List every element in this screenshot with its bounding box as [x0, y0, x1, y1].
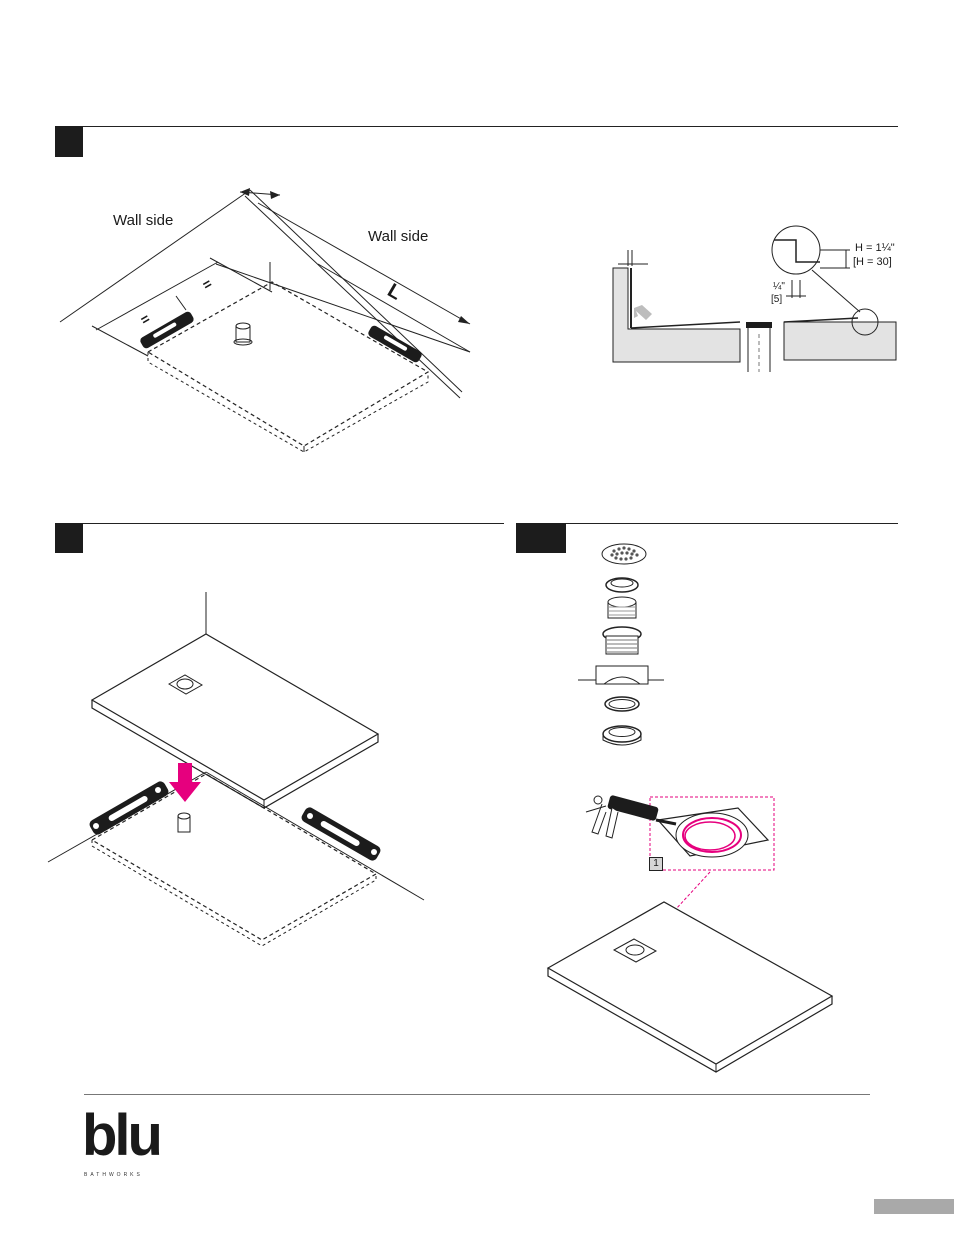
gap-imperial: ¼" — [773, 281, 785, 292]
height-metric: [H = 30] — [853, 256, 892, 268]
step-marker-2 — [55, 523, 83, 553]
support-bar-right — [368, 325, 422, 363]
gap-metric: [5] — [771, 294, 783, 305]
section-rule-middle-right — [566, 523, 898, 524]
wall-side-label-right: Wall side — [368, 228, 429, 245]
wall-side-label-left: Wall side — [113, 212, 174, 229]
page-tab — [874, 1199, 954, 1214]
section-rule-top — [83, 126, 898, 127]
height-imperial: H = 1¼" — [855, 242, 895, 254]
brand-logo: blu — [82, 1103, 163, 1168]
step-marker-1 — [55, 126, 83, 157]
support-bar-left — [140, 311, 194, 349]
footer-rule — [84, 1094, 870, 1095]
callout-number: 1 — [649, 857, 663, 871]
brand-subtext: BATHWORKS — [84, 1172, 143, 1178]
step-marker-3 — [516, 523, 566, 553]
caulk-gun-icon — [585, 795, 677, 839]
section-rule-middle-left — [83, 523, 504, 524]
